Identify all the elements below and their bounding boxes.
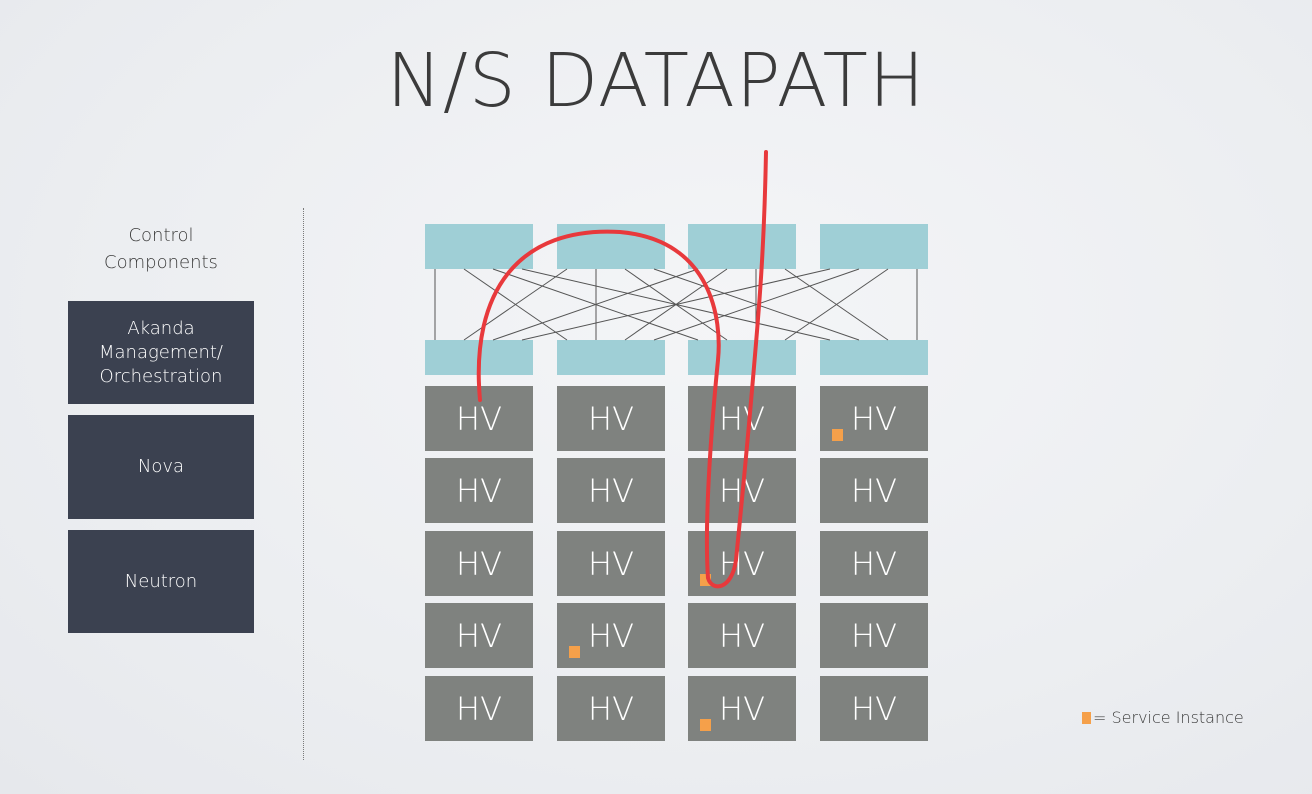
service-instance-legend-swatch bbox=[1082, 711, 1091, 724]
mesh-link-2-1 bbox=[463, 268, 568, 341]
hypervisor-5-4: HV bbox=[820, 676, 928, 741]
hypervisor-2-1: HV bbox=[425, 458, 533, 523]
hypervisor-2-4: HV bbox=[820, 458, 928, 523]
hypervisor-1-2: HV bbox=[557, 386, 665, 451]
service-instance-1 bbox=[832, 429, 843, 441]
hypervisor-1-3: HV bbox=[688, 386, 796, 451]
legend: = Service Instance bbox=[1082, 708, 1244, 727]
hypervisor-2-2: HV bbox=[557, 458, 665, 523]
mesh-link-3-1 bbox=[492, 268, 699, 341]
mesh-link-1-3 bbox=[492, 268, 699, 341]
mesh-link-4-2 bbox=[653, 268, 860, 341]
hypervisor-4-2: HV bbox=[557, 603, 665, 668]
mesh-link-2-3 bbox=[624, 268, 728, 341]
leaf-switch-1 bbox=[425, 340, 533, 375]
hypervisor-3-1: HV bbox=[425, 531, 533, 596]
mesh-link-2-4 bbox=[653, 268, 860, 341]
service-instance-3 bbox=[569, 646, 580, 658]
mesh-link-1-4 bbox=[521, 268, 831, 341]
hypervisor-2-3: HV bbox=[688, 458, 796, 523]
hypervisor-5-3: HV bbox=[688, 676, 796, 741]
hypervisor-3-3: HV bbox=[688, 531, 796, 596]
leaf-switch-3 bbox=[688, 340, 796, 375]
hypervisor-1-1: HV bbox=[425, 386, 533, 451]
mesh-link-4-3 bbox=[784, 268, 889, 341]
control-box-akanda: Akanda Management/ Orchestration bbox=[68, 301, 254, 404]
hypervisor-1-4: HV bbox=[820, 386, 928, 451]
spine-switch-1 bbox=[425, 224, 533, 269]
leaf-switch-4 bbox=[820, 340, 928, 375]
section-divider bbox=[303, 208, 304, 760]
mesh-link-3-2 bbox=[624, 268, 728, 341]
spine-switch-3 bbox=[688, 224, 796, 269]
control-components-heading: Control Components bbox=[68, 222, 254, 276]
service-instance-2 bbox=[700, 574, 711, 586]
control-box-neutron: Neutron bbox=[68, 530, 254, 633]
hypervisor-3-4: HV bbox=[820, 531, 928, 596]
mesh-link-4-1 bbox=[521, 268, 831, 341]
hypervisor-4-4: HV bbox=[820, 603, 928, 668]
control-box-neutron-label: Neutron bbox=[124, 570, 198, 592]
control-components-heading-text: Control Components bbox=[104, 225, 218, 273]
hypervisor-5-1: HV bbox=[425, 676, 533, 741]
control-box-nova-label: Nova bbox=[137, 456, 185, 477]
control-box-akanda-label: Akanda Management/ Orchestration bbox=[98, 317, 223, 387]
hypervisor-5-2: HV bbox=[557, 676, 665, 741]
spine-switch-4 bbox=[820, 224, 928, 269]
legend-label: = Service Instance bbox=[1093, 708, 1244, 727]
slide-title: N/S DATAPATH bbox=[386, 38, 926, 124]
mesh-link-1-2 bbox=[463, 268, 568, 341]
spine-switch-2 bbox=[557, 224, 665, 269]
service-instance-4 bbox=[700, 719, 711, 731]
leaf-switch-2 bbox=[557, 340, 665, 375]
mesh-link-3-4 bbox=[784, 268, 889, 341]
hypervisor-4-3: HV bbox=[688, 603, 796, 668]
hypervisor-4-1: HV bbox=[425, 603, 533, 668]
hypervisor-3-2: HV bbox=[557, 531, 665, 596]
control-box-nova: Nova bbox=[68, 415, 254, 519]
